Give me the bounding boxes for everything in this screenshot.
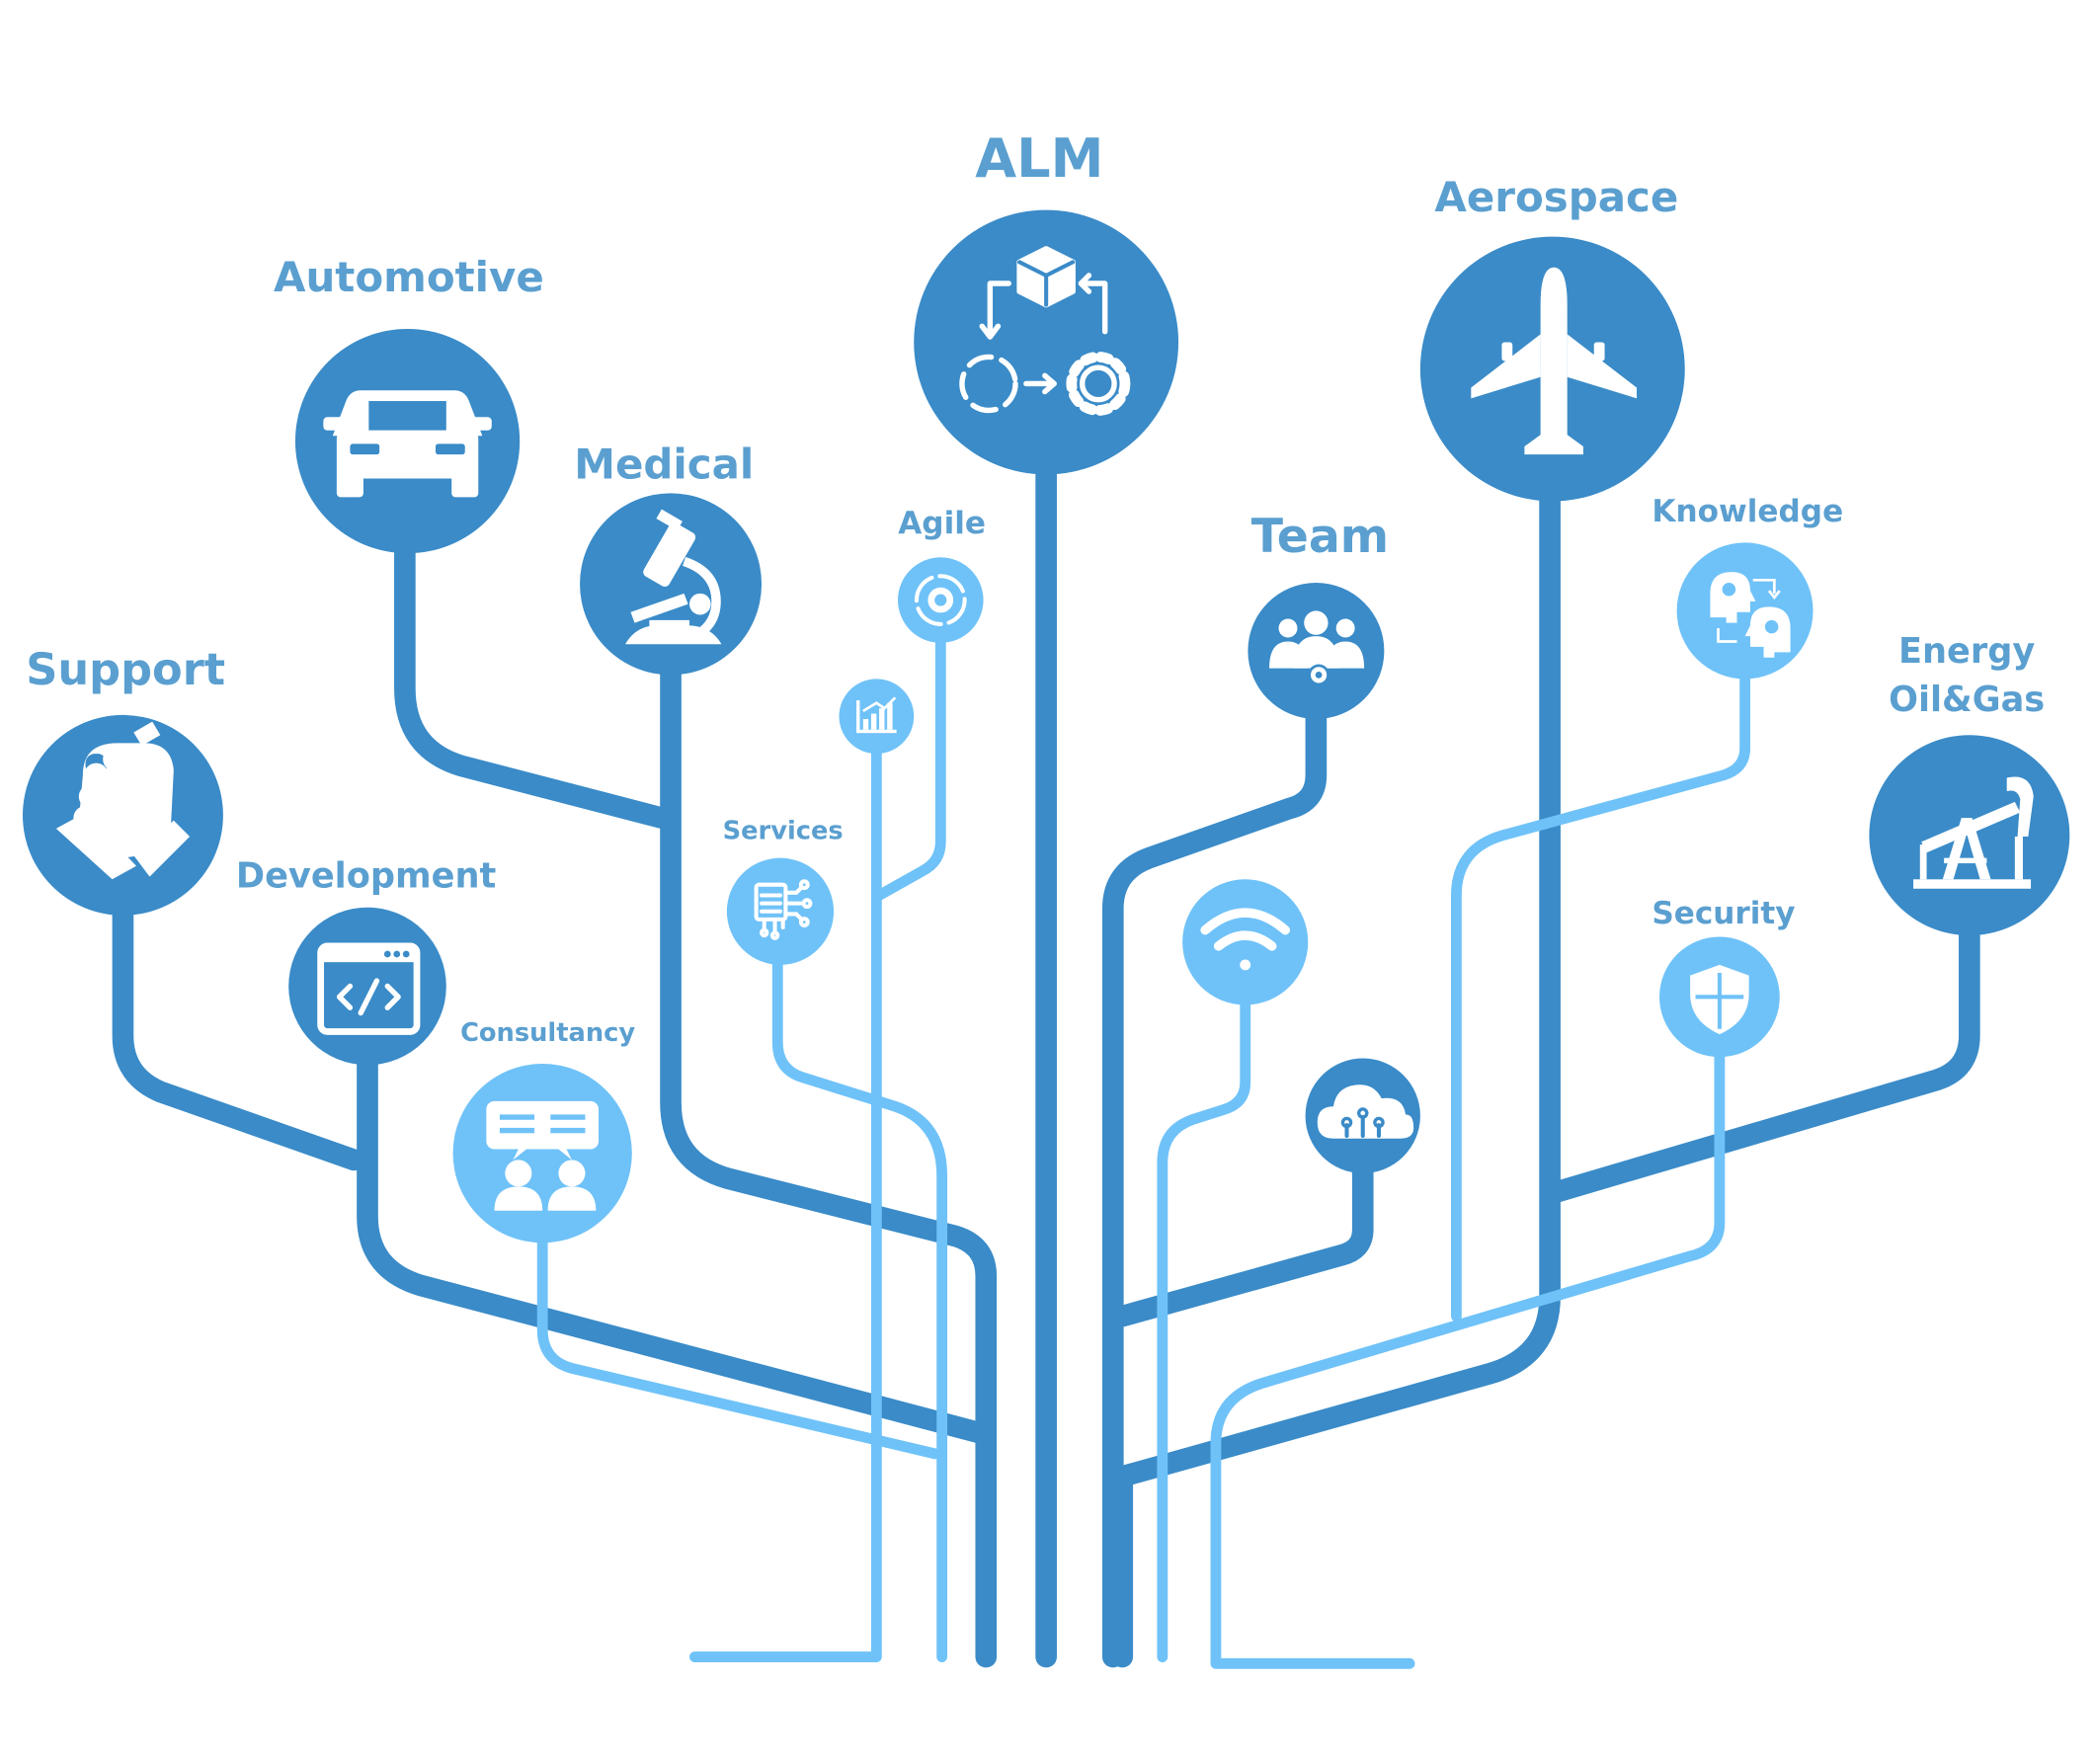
node-aerospace: Aerospace [1419, 173, 1685, 502]
label-services: Services [723, 817, 844, 846]
node-chart [839, 679, 915, 755]
node-security: Security [1652, 896, 1796, 1058]
label-development: Development [236, 855, 496, 896]
node-wifi [1182, 879, 1309, 1005]
node-alm: ALM [914, 127, 1179, 475]
branch-development [357, 1051, 989, 1444]
microscope-icon [625, 509, 722, 645]
node-consultancy: Consultancy [452, 1018, 635, 1243]
team-icon [1269, 610, 1365, 686]
code-window-icon [317, 942, 421, 1035]
branch-wifi [1157, 990, 1251, 1662]
airplane-icon [1471, 267, 1638, 455]
cloud-icon [1317, 1084, 1414, 1139]
label-energy-line1: Energy [1898, 631, 2035, 672]
node-cloud [1305, 1058, 1420, 1173]
fist-bump-icon [55, 721, 191, 880]
node-support: Support [22, 644, 225, 916]
branch-agile [873, 629, 946, 901]
services-icon [754, 879, 813, 940]
node-services: Services [723, 817, 844, 965]
light-branches [536, 629, 1751, 1669]
label-security: Security [1652, 896, 1795, 931]
branch-medical [660, 657, 998, 1668]
bar-chart-icon [856, 696, 897, 734]
label-medical: Medical [574, 440, 754, 488]
branch-chart [688, 743, 882, 1662]
label-energy-line2: Oil&Gas [1889, 680, 2045, 720]
branch-automotive [394, 530, 673, 829]
shield-icon [1690, 964, 1749, 1035]
knowledge-icon [1710, 572, 1791, 658]
branch-energy [1546, 911, 1980, 1203]
node-automotive: Automotive [274, 253, 544, 554]
lifecycle-icon [959, 246, 1131, 416]
node-energy: Energy Oil&Gas [1869, 631, 2070, 936]
label-aerospace: Aerospace [1434, 173, 1678, 221]
label-alm: ALM [975, 127, 1103, 190]
branch-knowledge [1451, 669, 1751, 1323]
oil-pump-icon [1913, 776, 2034, 889]
branch-consultancy [536, 1231, 941, 1460]
label-support: Support [26, 644, 225, 695]
agile-cycle-icon [914, 574, 967, 626]
branch-cloud [1111, 1152, 1374, 1327]
branch-security [1210, 1043, 1726, 1669]
branch-support [112, 898, 365, 1171]
branch-team [1101, 697, 1328, 1668]
label-consultancy: Consultancy [460, 1018, 635, 1048]
label-automotive: Automotive [274, 253, 544, 301]
car-icon [323, 390, 492, 498]
node-team: Team [1248, 510, 1389, 719]
node-development: Development [236, 855, 496, 1066]
label-knowledge: Knowledge [1652, 494, 1843, 529]
label-team: Team [1251, 510, 1389, 564]
consultancy-icon [486, 1100, 599, 1211]
node-medical: Medical [574, 440, 763, 676]
label-agile: Agile [898, 506, 986, 541]
node-knowledge: Knowledge [1652, 494, 1843, 680]
node-agile: Agile [898, 506, 986, 643]
branch-services [771, 954, 948, 1662]
wifi-icon [1200, 908, 1291, 971]
